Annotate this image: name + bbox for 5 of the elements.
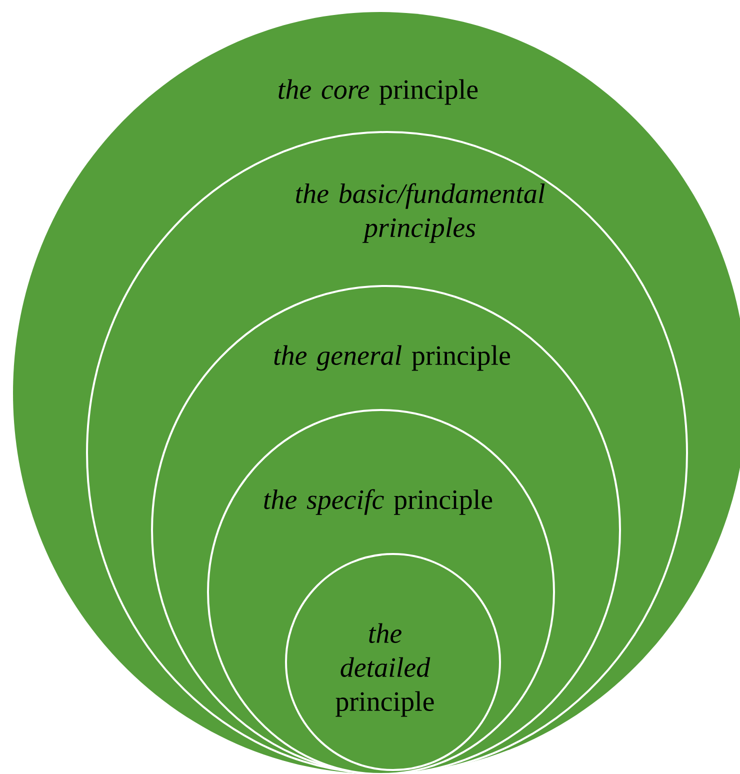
circle-label: the general principle: [274, 345, 510, 371]
circle-label: the detailed principle: [336, 623, 434, 717]
circle-label: the basic/fundamental principles: [296, 183, 545, 243]
circle-label: the specifc principle: [264, 489, 492, 515]
circle-label: the core principle: [278, 79, 478, 105]
